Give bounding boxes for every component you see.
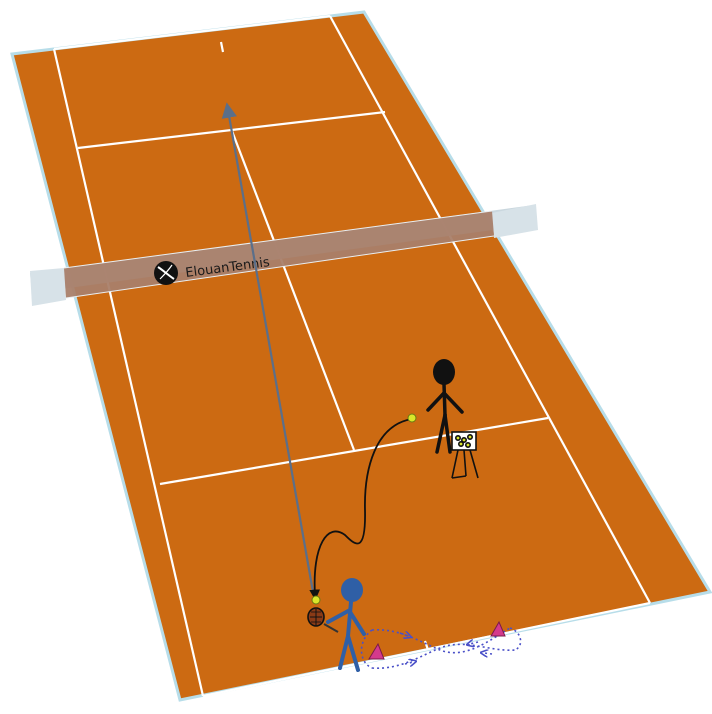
net-post-right (492, 204, 538, 238)
net-post-left (30, 268, 66, 306)
tennis-ball-feed (408, 414, 416, 422)
feeder-head (433, 359, 455, 385)
tennis-ball-contact (312, 596, 320, 604)
hitter-head (341, 578, 363, 602)
brand-logo-icon (154, 261, 178, 285)
